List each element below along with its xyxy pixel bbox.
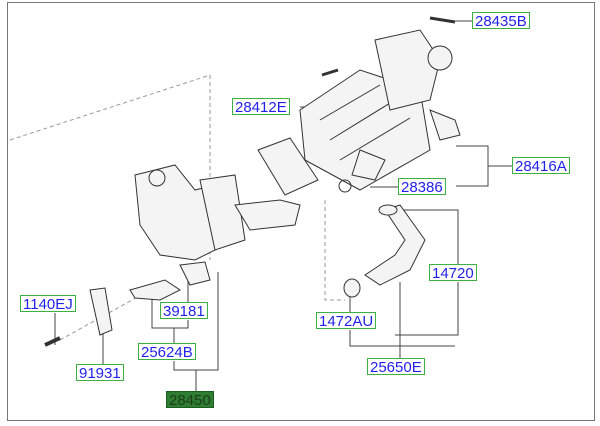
part-label-28416A[interactable]: 28416A bbox=[512, 157, 570, 175]
part-label-25624B[interactable]: 25624B bbox=[138, 343, 196, 361]
part-label-39181[interactable]: 39181 bbox=[160, 302, 208, 320]
part-label-28450-selected[interactable]: 28450 bbox=[166, 391, 214, 409]
part-label-25650E[interactable]: 25650E bbox=[367, 358, 425, 376]
part-label-28412E[interactable]: 28412E bbox=[232, 98, 290, 116]
part-label-1140EJ[interactable]: 1140EJ bbox=[20, 295, 76, 313]
egr-cooler bbox=[257, 16, 461, 196]
diagram-frame bbox=[7, 2, 595, 421]
part-label-28386[interactable]: 28386 bbox=[398, 178, 446, 196]
egr-valve bbox=[44, 164, 301, 347]
part-label-14720[interactable]: 14720 bbox=[429, 264, 477, 282]
part-label-1472AU[interactable]: 1472AU bbox=[316, 312, 377, 330]
part-label-91931[interactable]: 91931 bbox=[76, 364, 124, 382]
hoses bbox=[343, 204, 426, 298]
part-label-28435B[interactable]: 28435B bbox=[472, 12, 530, 30]
